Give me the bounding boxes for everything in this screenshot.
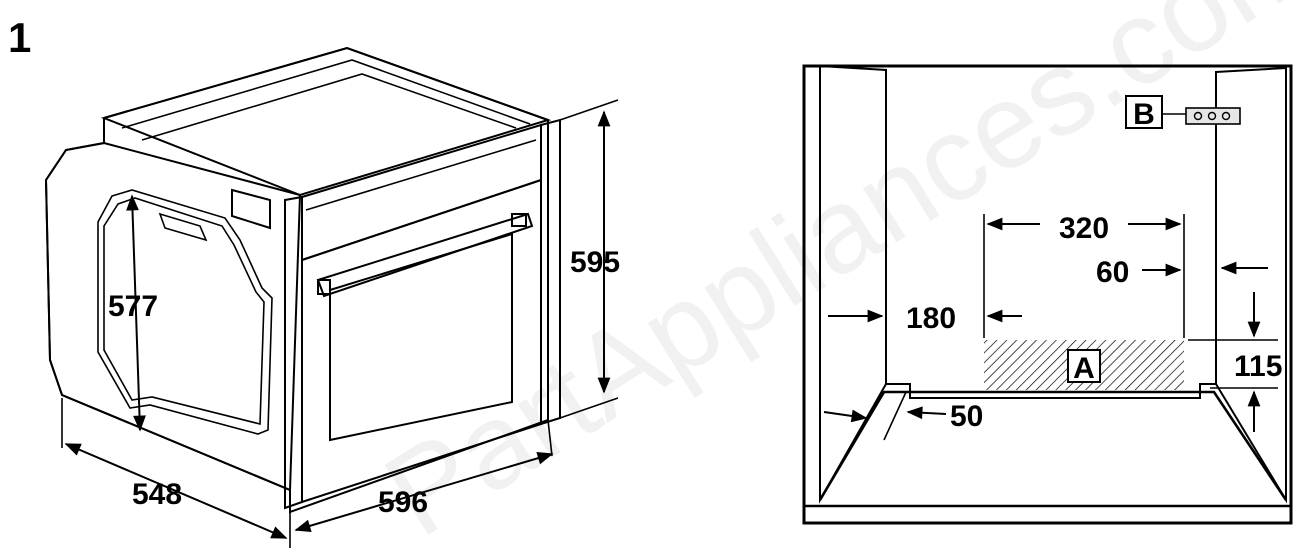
- dimension-596: 596: [289, 419, 554, 548]
- dimension-548: 548: [61, 398, 288, 539]
- dimension-label-548: 548: [132, 478, 182, 511]
- figure-number: 1: [8, 14, 31, 61]
- dimension-577: 577: [108, 194, 158, 432]
- zone-a-label: A: [1073, 352, 1095, 385]
- dimension-label-180: 180: [906, 302, 956, 335]
- dimension-label-577: 577: [108, 290, 158, 323]
- oven-illustration: [44, 46, 561, 514]
- dimension-595: 595: [559, 99, 620, 419]
- dimension-180: 180: [828, 302, 1022, 335]
- dimension-label-50: 50: [950, 400, 983, 433]
- dimension-label-595: 595: [570, 246, 620, 279]
- dimension-label-60: 60: [1096, 256, 1129, 289]
- dimension-label-596: 596: [378, 486, 428, 519]
- bracket-b-label: B: [1133, 98, 1155, 131]
- dimension-label-115: 115: [1234, 350, 1282, 383]
- dimension-50: 50: [823, 391, 983, 441]
- dimension-label-320: 320: [1059, 212, 1109, 245]
- dimension-60: 60: [1096, 256, 1268, 289]
- cabinet-illustration: A B: [802, 64, 1293, 525]
- dimension-320: 320: [986, 212, 1182, 245]
- dimension-115: 115: [1188, 292, 1282, 432]
